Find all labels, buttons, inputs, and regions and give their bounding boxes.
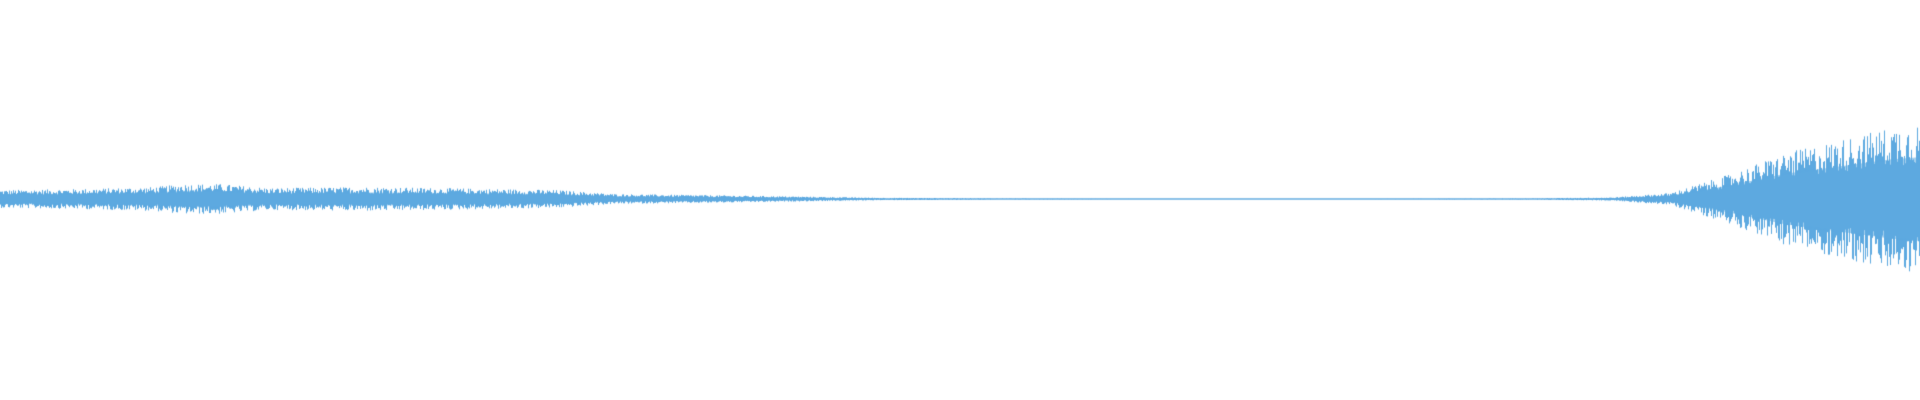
- waveform-canvas: [0, 0, 1920, 400]
- audio-waveform-display: [0, 0, 1920, 400]
